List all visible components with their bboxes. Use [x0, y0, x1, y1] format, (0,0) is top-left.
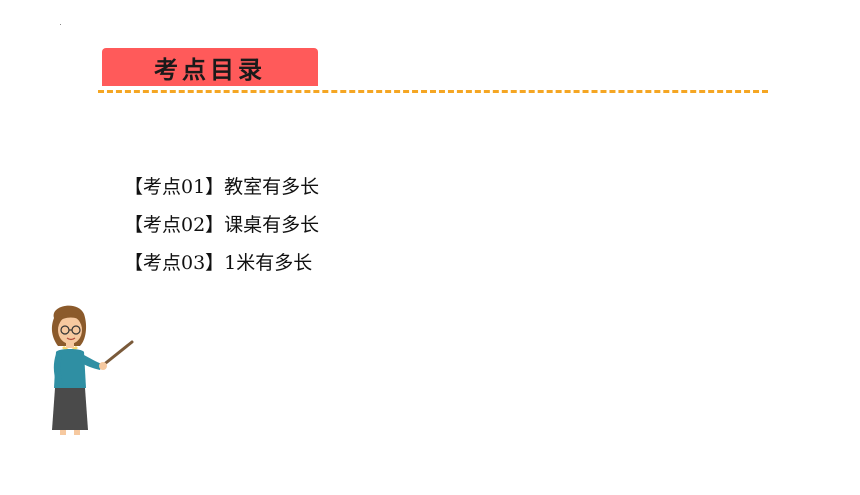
title-banner: 考点目录: [102, 48, 318, 86]
topic-item-02[interactable]: 【考点02】课桌有多长: [124, 214, 320, 236]
topic-list: 【考点01】教室有多长 【考点02】课桌有多长 【考点03】1米有多长: [124, 168, 319, 282]
decorative-dot: [60, 24, 61, 25]
topic-item-03[interactable]: 【考点03】1米有多长: [124, 252, 313, 274]
teacher-with-pointer-icon: [51, 305, 134, 435]
title-underline-divider: [98, 90, 768, 93]
topic-item-01[interactable]: 【考点01】教室有多长: [124, 176, 320, 198]
slide-title: 考点目录: [154, 54, 266, 84]
